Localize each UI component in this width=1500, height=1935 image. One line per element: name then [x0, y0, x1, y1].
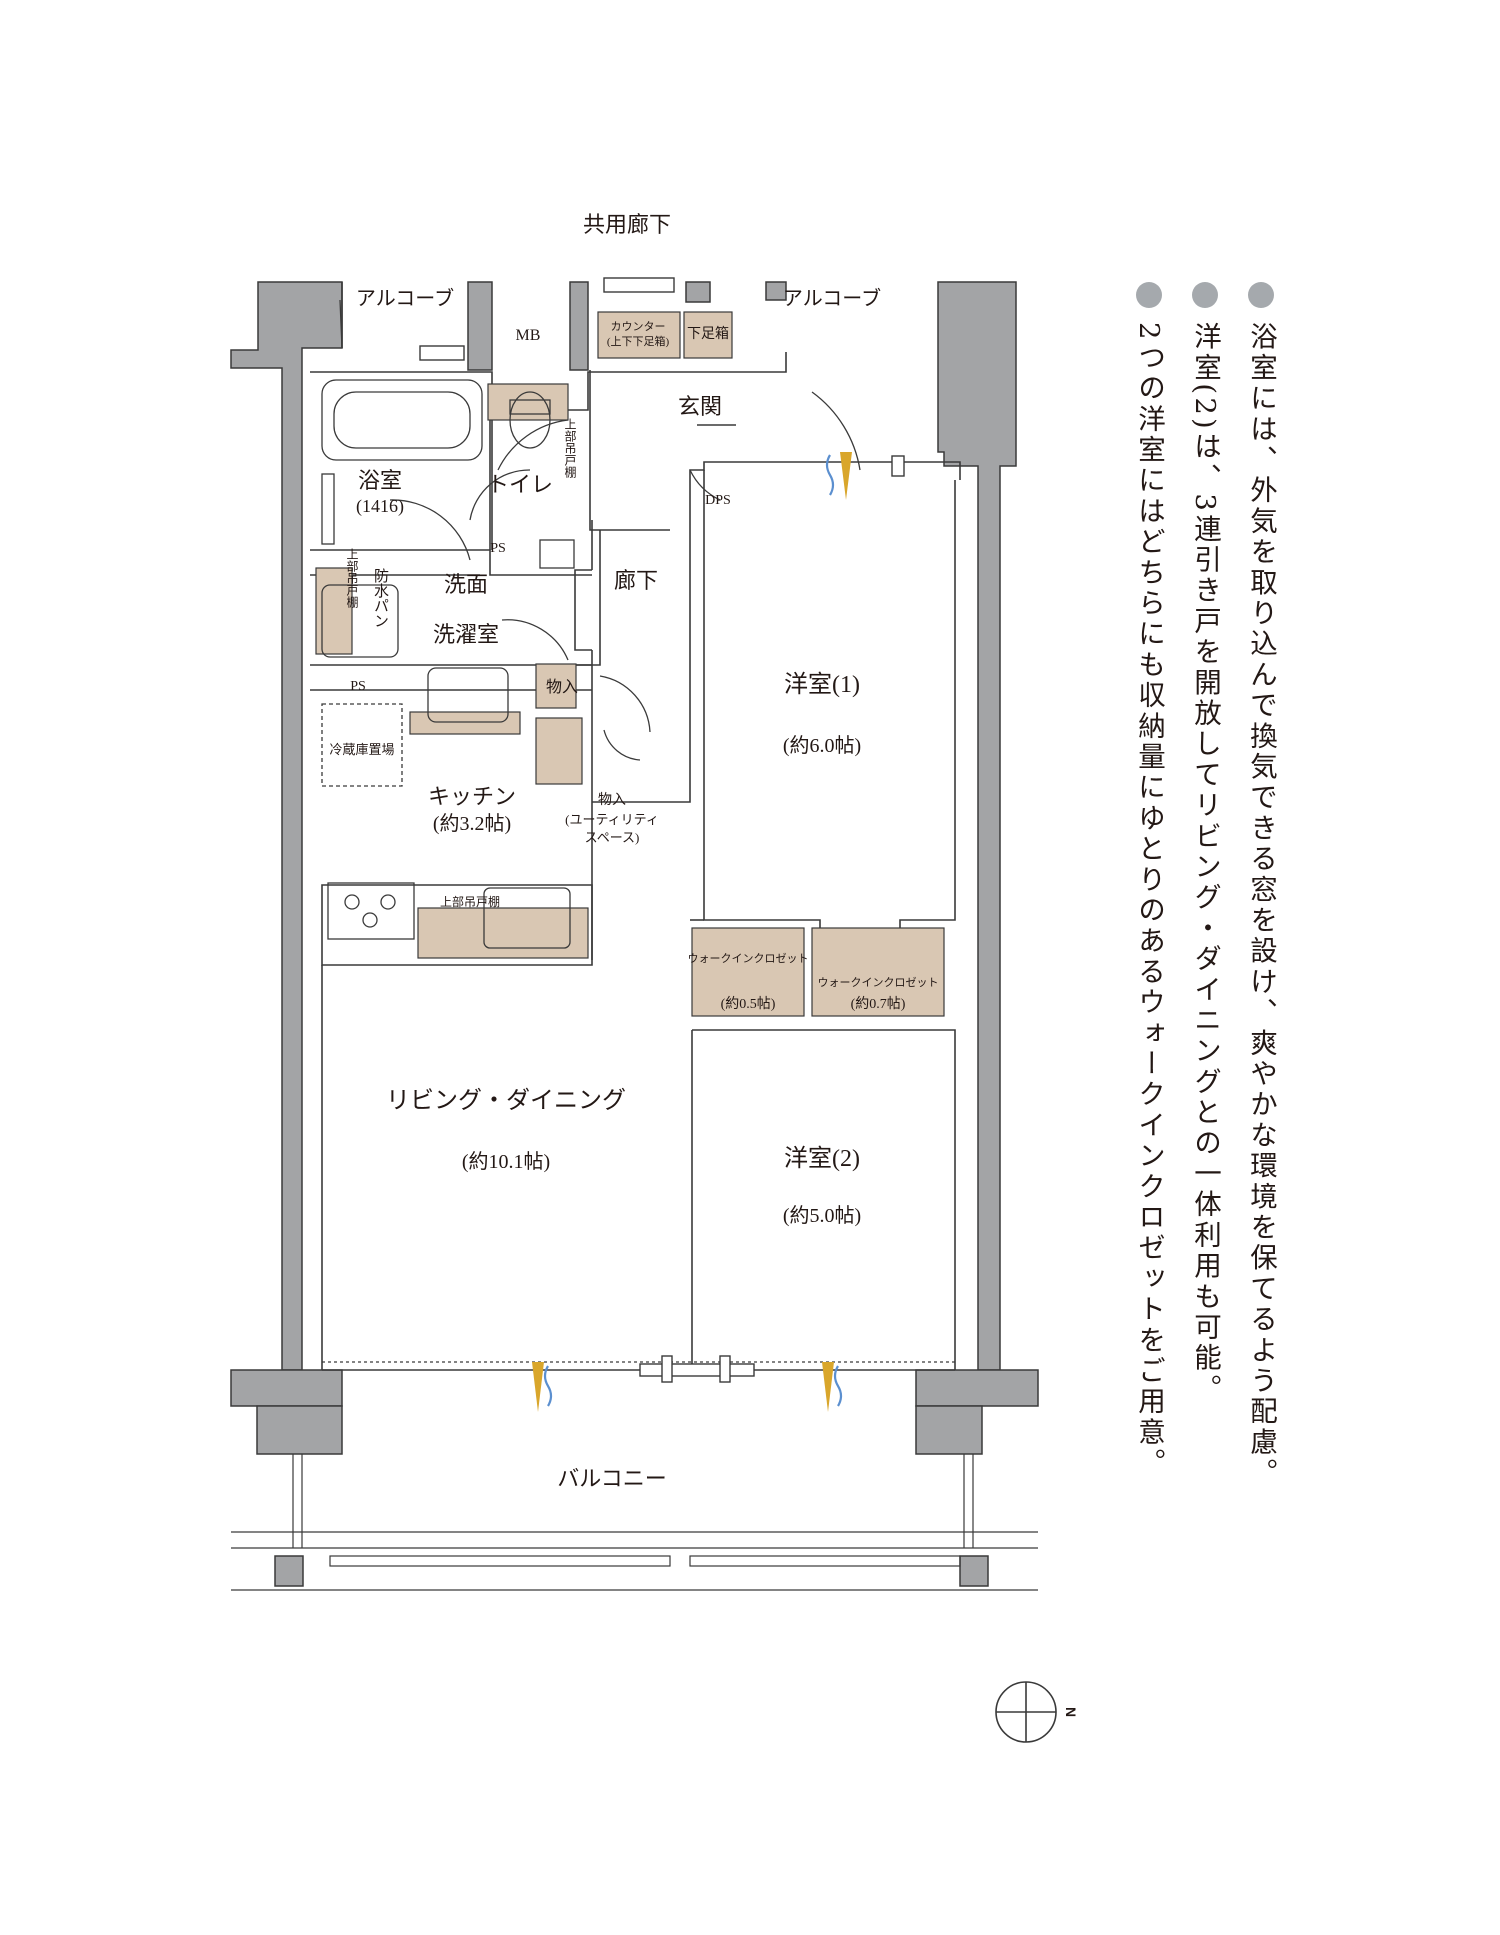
- room2-size-label: (約5.0帖): [783, 1204, 861, 1227]
- kitchen-sink: [483, 887, 571, 949]
- utility-label-2: (ユーティリティ: [565, 812, 659, 827]
- mb-label: MB: [516, 327, 541, 344]
- north-arrow-icon: [995, 1681, 1057, 1743]
- hallway-label: 廊下: [614, 568, 658, 593]
- shoe-box-label: 下足箱: [687, 326, 729, 342]
- feature-note-1: 浴室には、外気を取り込んで換気できる窓を設け、爽やかな環境を保てるよう配慮。: [1245, 282, 1277, 1489]
- utility-label: 物入: [598, 792, 626, 808]
- wic-2: [811, 927, 945, 1017]
- living-label: リビング・ダイニング: [386, 1087, 626, 1114]
- room1-label: 洋室(1): [784, 671, 860, 698]
- fixtures: [321, 299, 955, 1363]
- wic1-label: ウォークインクロゼット: [688, 952, 809, 965]
- washroom-label-2: 洗濯室: [433, 622, 499, 647]
- counter-label-2: (上下下足箱): [607, 334, 670, 348]
- room-labels: 共用廊下 アルコーブ アルコーブ MB カウンター (上下下足箱) 下足箱 玄関…: [329, 212, 938, 1491]
- ps-wash-label: PS: [350, 679, 366, 694]
- toilet-label: トイレ: [487, 472, 553, 497]
- wash-shelf-label: 上部吊戸棚: [345, 548, 359, 609]
- balcony-label: バルコニー: [557, 1466, 667, 1491]
- living-size-label: (約10.1帖): [462, 1150, 550, 1173]
- feature-note-text: 2つの洋室にはどちらにも収納量にゆとりのあるウォークインクロゼットをご用意。: [1133, 322, 1165, 1479]
- kitchen-label: キッチン: [428, 784, 516, 809]
- counter-label: カウンター: [611, 320, 666, 333]
- structural-walls: [230, 281, 1039, 1587]
- feature-note-2: 洋室(2)は、3連引き戸を開放してリビング・ダイニングとの一体利用も可能。: [1189, 282, 1221, 1405]
- washer: [427, 667, 509, 723]
- storage-areas: [315, 311, 945, 1017]
- corridor-label: 共用廊下: [583, 212, 671, 237]
- kitchen-size-label: (約3.2帖): [433, 812, 511, 835]
- dps-label: DPS: [705, 493, 731, 508]
- feature-note-text: 洋室(2)は、3連引き戸を開放してリビング・ダイニングとの一体利用も可能。: [1189, 322, 1221, 1405]
- storage-small: [535, 663, 577, 709]
- alcove-right-label: アルコーブ: [783, 286, 881, 310]
- washbasin: [321, 584, 399, 658]
- wic2-size-label: (約0.7帖): [851, 996, 906, 1012]
- wic2-label: ウォークインクロゼット: [818, 976, 939, 989]
- stove: [327, 882, 415, 940]
- kitchen-shelf-label: 上部吊戸棚: [440, 894, 500, 909]
- utility-storage: [535, 717, 583, 785]
- toilet-sink: [539, 539, 575, 569]
- entrance-label: 玄関: [678, 394, 722, 419]
- wic-1: [691, 927, 805, 1017]
- shoe-box: [683, 311, 733, 359]
- washroom-label: 洗面: [444, 572, 488, 597]
- vent-markers: [532, 452, 852, 1412]
- room2-label: 洋室(2): [784, 1145, 860, 1172]
- feature-note-text: 浴室には、外気を取り込んで換気できる窓を設け、爽やかな環境を保てるよう配慮。: [1245, 322, 1277, 1489]
- bathtub: [321, 379, 483, 461]
- washer-shelf: [409, 711, 521, 735]
- fridge-label: 冷蔵庫置場: [329, 742, 394, 757]
- storage-small-label: 物入: [546, 678, 578, 696]
- balcony-railing: [231, 1454, 1038, 1591]
- bullet-icon: [1136, 282, 1162, 308]
- utility-label-3: スペース): [585, 830, 640, 845]
- room1-size-label: (約6.0帖): [783, 734, 861, 757]
- bullet-icon: [1192, 282, 1218, 308]
- ps-toilet-label: PS: [490, 541, 506, 556]
- bath-label: 浴室: [358, 468, 402, 493]
- bath-size-label: (1416): [356, 496, 404, 517]
- kitchen-shelf: [417, 907, 589, 959]
- bullet-icon: [1248, 282, 1274, 308]
- alcove-left-label: アルコーブ: [356, 286, 454, 310]
- waterproof-pan-label: 防水パン: [372, 568, 389, 628]
- counter-storage: [597, 311, 681, 359]
- windows: [419, 277, 905, 1383]
- toilet-shelf-label: 上部吊戸棚: [563, 418, 577, 479]
- toilet-bowl: [509, 391, 551, 449]
- feature-note-3: 2つの洋室にはどちらにも収納量にゆとりのあるウォークインクロゼットをご用意。: [1133, 282, 1165, 1479]
- wic1-size-label: (約0.5帖): [721, 996, 776, 1012]
- interior-walls: [310, 282, 961, 1371]
- north-label: N: [1063, 1707, 1079, 1717]
- fridge-space: [321, 703, 403, 787]
